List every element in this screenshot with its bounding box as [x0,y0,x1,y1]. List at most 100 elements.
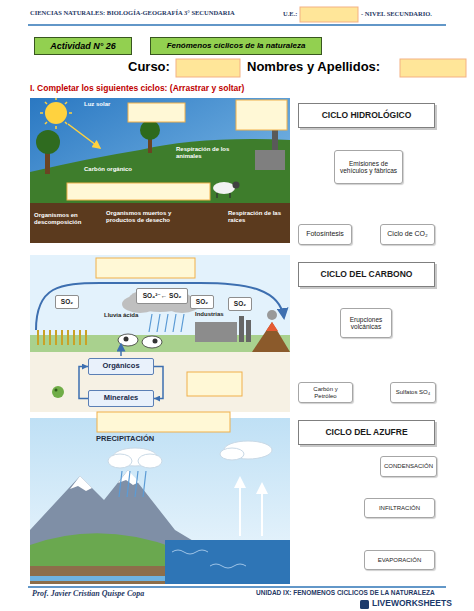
tree-crown [36,130,60,154]
illustration-label: Respiración de las raíces [228,210,286,224]
illustration-label: Respiración de los animales [176,146,234,160]
matter-box: Orgánicos [88,358,154,375]
box-text: CICLO HIDROLÓGICO [322,111,412,121]
field-label: U.E.: [283,10,297,17]
field-label: Nombres y Apellidos: [247,60,380,75]
ground [30,352,290,412]
factory [255,150,285,170]
evaporation-arrow [239,478,241,536]
sheep [213,182,235,194]
box-text: CONDENSACIÓN [384,463,433,470]
heading-box: Actividad N° 26 [34,37,132,55]
chimney [239,316,244,342]
cow-spot [153,339,158,344]
sky [30,418,290,584]
answer-field [400,59,466,77]
drop-zone [128,103,185,122]
answer-box: INFILTRACIÓN [364,498,435,518]
land [30,533,175,584]
watermark: LIVEWORKSHEETS [372,599,452,609]
tree-crown [140,120,160,140]
box-text: Minerales [104,394,139,403]
drop-zone [187,372,242,396]
illustration-label: Luz solar [84,101,110,108]
cloud [108,454,132,468]
level-text: - NIVEL SECUNDARIO. [361,10,432,17]
sun [45,102,67,124]
compound-box: SO₂ [190,295,214,309]
answer-box: Ciclo de CO₂ [380,224,435,245]
box-text: Ciclo de CO₂ [387,230,427,238]
cloud [220,448,244,460]
ash [267,310,277,320]
drop-zone [96,258,195,278]
answer-box: Erupciones volcánicas [340,308,392,338]
cycle-connector [79,367,88,399]
waves [172,550,246,568]
volcano [252,322,290,352]
box-text: Fotosíntesis [306,230,344,238]
answer-box: EVAPORACIÓN [364,550,435,570]
acid-rain [149,314,184,332]
cow-spot [124,337,129,342]
cycle-arrow [36,283,284,330]
header-rule [28,24,446,26]
drop-zone [236,100,287,130]
box-text: SO₂ [196,298,208,305]
box-text: SO₂ [61,298,73,305]
rain [119,471,146,497]
evaporation-arrow [261,484,263,536]
compound-box: SO₂ [55,295,79,309]
footer-unit: UNIDAD IX: FENOMENOS CICLICOS DE LA NATU… [256,589,435,596]
chimney [246,320,251,342]
sky [30,98,290,243]
box-text: Emisiones de vehículos y fábricas [338,160,399,175]
mountains [30,470,200,545]
drop-zone [97,412,230,432]
answer-box: Carbón y Petróleo [298,382,353,403]
illustration-label: Industrias [195,311,224,318]
sheep-legs [217,193,230,198]
answer-box: Fotosíntesis [298,224,352,245]
footer-rule [28,586,446,588]
box-text: Carbón y Petróleo [302,386,349,400]
cycle-title-box: CICLO DEL CARBONO [298,262,435,287]
box-text: CICLO DEL CARBONO [321,270,413,280]
answer-box: CONDENSACIÓN [380,456,437,477]
box-text: Fenómenos cíclicos de la naturaleza [167,41,306,50]
box-text: SO₂ [234,300,246,307]
drop-zone [67,183,210,200]
illustration-label: Lluvia ácida [104,312,138,319]
bacteria-dot [55,389,58,392]
box-text: CICLO DEL AZUFRE [325,428,407,438]
underground [30,566,165,584]
groundwater [30,576,165,581]
answer-field [300,7,358,22]
answer-box: Emisiones de vehículos y fábricas [334,150,403,184]
illustration-label: Organismos muertos y productos de desech… [106,210,192,224]
cycle-title-box: CICLO DEL AZUFRE [298,420,435,445]
footer-author: Prof. Javier Cristian Quispe Copa [32,589,144,598]
illustration-label: PRECIPITACIÓN [96,435,154,444]
factory [195,322,237,342]
soil [30,203,290,243]
hill [30,139,290,243]
cloud [138,454,162,468]
lava [266,322,278,331]
uptake-arrow [120,344,122,356]
sheep-head [233,182,240,189]
light-arrow [68,124,100,148]
box-text: SO₄²⁻← SO₂ [143,292,182,299]
box-text: Orgánicos [102,362,139,371]
field-label: Curso: [128,60,170,75]
answer-box: Sulfatos SO₄ [390,382,436,403]
box-text: Erupciones volcánicas [344,316,388,331]
cow [142,336,162,348]
sun-rays [40,98,72,129]
matter-box: Minerales [88,390,154,407]
answer-field [176,59,240,77]
instruction-text: I. Completar los siguientes ciclos: (Arr… [30,84,244,94]
logo-mark [360,600,369,609]
box-text: INFILTRACIÓN [379,505,420,512]
illustration-label: Carbón orgánico [84,166,132,173]
